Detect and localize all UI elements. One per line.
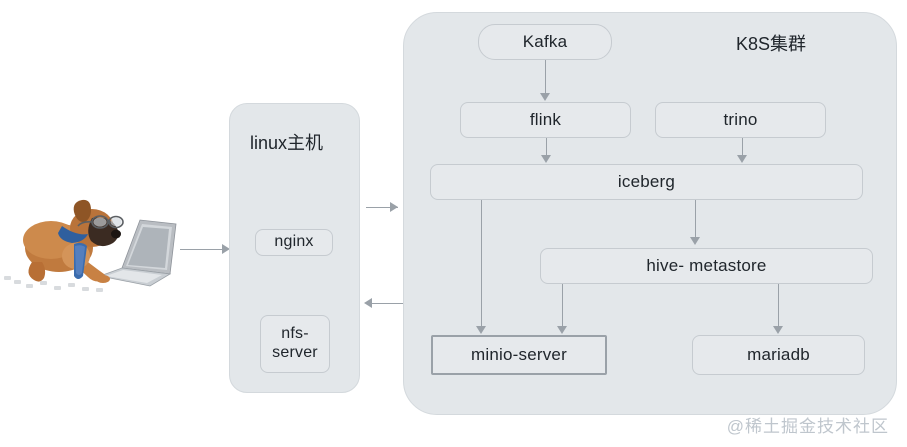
edge-client-to-linux-host-line xyxy=(180,249,222,250)
node-kafka[interactable]: Kafka xyxy=(478,24,612,60)
edge-k8s-to-linux-host-line xyxy=(372,303,404,304)
node-flink-label: flink xyxy=(529,109,562,129)
edge-iceberg-to-hive-line xyxy=(695,200,696,239)
dog-using-laptop-icon xyxy=(4,199,177,292)
edge-flink-to-iceberg-arrowhead xyxy=(541,155,551,163)
node-iceberg[interactable]: iceberg xyxy=(430,164,863,200)
edge-linux-host-to-k8s-line xyxy=(366,207,398,208)
linux-host-title: linux主机 xyxy=(250,133,324,153)
edge-linux-host-to-k8s-arrowhead xyxy=(390,202,398,212)
node-trino-label: trino xyxy=(723,109,758,129)
edge-hive-to-mariadb-line xyxy=(778,284,779,328)
edge-kafka-to-flink-line xyxy=(545,60,546,94)
node-nginx[interactable]: nginx xyxy=(255,229,333,256)
node-nginx-label: nginx xyxy=(274,233,314,251)
node-hive-metastore-label: hive- metastore xyxy=(646,255,767,275)
edge-iceberg-to-minio-arrowhead xyxy=(476,326,486,334)
node-hive-metastore[interactable]: hive- metastore xyxy=(540,248,873,284)
node-minio-server-label: minio-server xyxy=(471,344,567,364)
edge-kafka-to-flink-arrowhead xyxy=(540,93,550,101)
node-nfs-server-label-line2: server xyxy=(272,344,318,361)
node-flink[interactable]: flink xyxy=(460,102,631,138)
watermark: @稀土掘金技术社区 xyxy=(726,417,889,436)
node-nfs-server[interactable]: nfs- server xyxy=(260,315,330,373)
edge-k8s-to-linux-host-arrowhead xyxy=(364,298,372,308)
edge-trino-to-iceberg-line xyxy=(742,138,743,157)
node-mariadb-label: mariadb xyxy=(747,344,810,364)
k8s-cluster-title: K8S集群 xyxy=(736,34,807,54)
node-kafka-label: Kafka xyxy=(522,31,568,51)
edge-iceberg-to-hive-arrowhead xyxy=(690,237,700,245)
node-minio-server[interactable]: minio-server xyxy=(431,335,607,375)
edge-hive-to-minio-line xyxy=(562,284,563,328)
edge-hive-to-minio-arrowhead xyxy=(557,326,567,334)
edge-hive-to-mariadb-arrowhead xyxy=(773,326,783,334)
node-trino[interactable]: trino xyxy=(655,102,826,138)
edge-trino-to-iceberg-arrowhead xyxy=(737,155,747,163)
node-mariadb[interactable]: mariadb xyxy=(692,335,865,375)
edge-flink-to-iceberg-line xyxy=(546,138,547,157)
edge-client-to-linux-host-arrowhead xyxy=(222,244,230,254)
node-nfs-server-label-line1: nfs- xyxy=(281,325,309,343)
edge-iceberg-to-minio-line xyxy=(481,200,482,328)
node-iceberg-label: iceberg xyxy=(617,171,676,191)
